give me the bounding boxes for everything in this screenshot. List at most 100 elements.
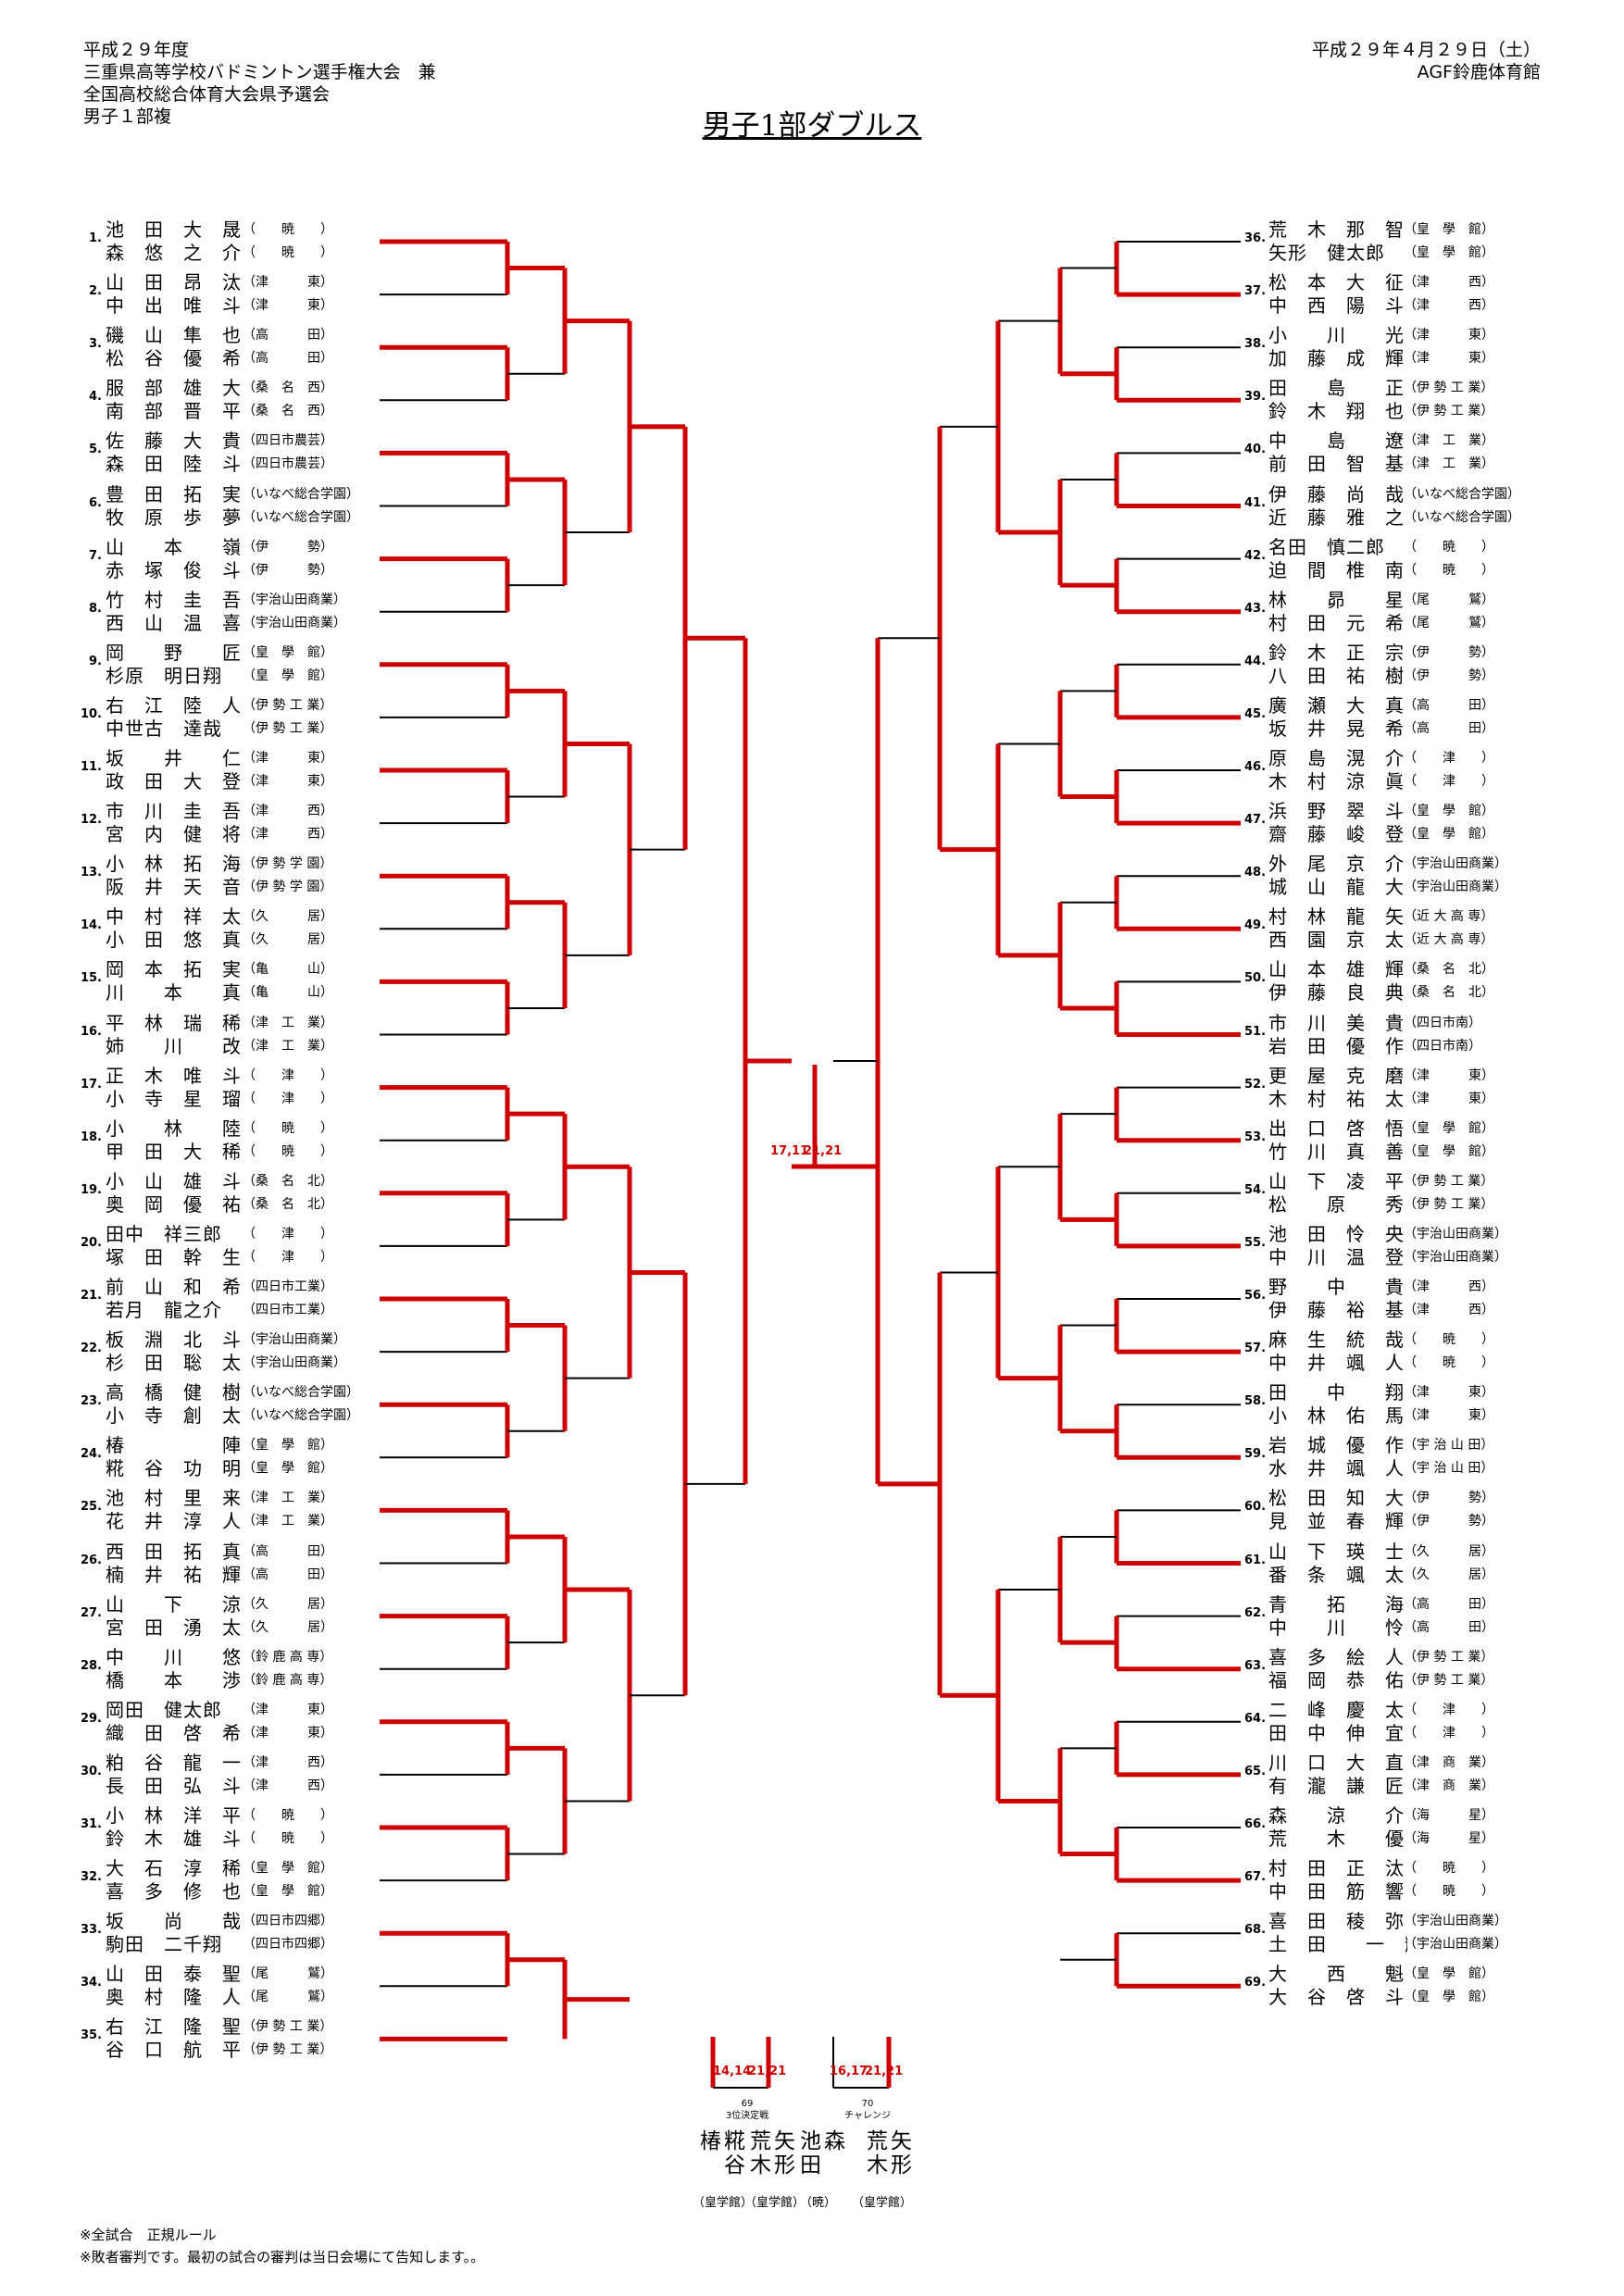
- note-line: ※全試合 正規ルール: [80, 2227, 217, 2243]
- player-name: 出 口 啓 悟: [1268, 1117, 1405, 1140]
- player-name: 宮 内 健 将: [106, 823, 242, 846]
- entry-row: 14.中 村 祥 太（久 居）小 田 悠 真（久 居）: [0, 905, 1624, 952]
- entry-row: 39.田 島 正（伊 勢 工 業）鈴 木 翔 也（伊 勢 工 業）: [0, 377, 1624, 423]
- entry-seed: 58.: [1244, 1394, 1267, 1409]
- player-name: 塚 田 幹 生: [106, 1245, 242, 1268]
- player-name: 佐 藤 大 貴: [106, 430, 242, 453]
- player-school: （ 暁 ）: [243, 1143, 333, 1159]
- player-name: 大 谷 啓 斗: [1268, 1986, 1405, 2009]
- player-name: 前 田 智 基: [1268, 453, 1405, 476]
- player-school: （いなべ総合学園）: [1404, 509, 1520, 525]
- entry-row: 2.山 田 昂 汰（津 東）中 出 唯 斗（津 東）: [0, 271, 1624, 318]
- player-name: 山 下 涼: [106, 1592, 242, 1616]
- entry-row: 22.板 淵 北 斗（宇治山田商業）杉 田 聡 太（宇治山田商業）: [0, 1329, 1624, 1375]
- player-name: 平 林 瑞 稀: [106, 1011, 242, 1034]
- entry-seed: 35.: [80, 2028, 102, 2043]
- player-name: 水 井 颯 人: [1268, 1457, 1405, 1480]
- entry-row: 7.山 本 嶺（伊 勢）赤 塚 俊 斗（伊 勢）: [0, 536, 1624, 582]
- player-school: （久 居）: [243, 932, 333, 948]
- player-school: （伊 勢）: [1404, 1514, 1494, 1529]
- player-name: 森 田 陸 斗: [106, 453, 242, 476]
- entry-seed: 14.: [80, 918, 102, 933]
- entry-row: 33.坂 尚 哉（四日市四郷）駒田 二千翔（四日市四郷）: [0, 1910, 1624, 1956]
- entry-row: 63.喜 多 絵 人（伊 勢 工 業）福 岡 恭 佑（伊 勢 工 業）: [0, 1646, 1624, 1692]
- player-school: （伊 勢）: [1404, 668, 1494, 683]
- entry-seed: 47.: [1244, 813, 1267, 828]
- player-school: （皇 學 館）: [1404, 1990, 1494, 2005]
- entry-seed: 30.: [80, 1764, 102, 1778]
- entry-seed: 69.: [1244, 1976, 1267, 1990]
- entry-row: 29.岡田 健太郎（津 東）織 田 啓 希（津 東）: [0, 1699, 1624, 1745]
- player-name: 川 口 大 直: [1268, 1751, 1405, 1774]
- player-name: 原 島 滉 介: [1268, 747, 1405, 769]
- player-name: 駒田 二千翔: [106, 1933, 222, 1956]
- player-school: （亀 山）: [243, 985, 333, 1001]
- notes: ※全試合 正規ルール ※敗者審判です。最初の試合の審判は当日会場にて告知します。…: [80, 2224, 484, 2268]
- entry-seed: 65.: [1244, 1764, 1267, 1778]
- entry-seed: 8.: [89, 601, 102, 616]
- header-line: 平成２９年度: [83, 40, 190, 60]
- player-name: 更 屋 克 磨: [1268, 1064, 1405, 1087]
- entry-seed: 18.: [80, 1129, 102, 1144]
- entry-row: 38.小 川 光（津 東）加 藤 成 輝（津 東）: [0, 324, 1624, 370]
- player-school: （ 暁 ）: [1404, 1355, 1494, 1371]
- player-school: （亀 山）: [243, 962, 333, 978]
- player-school: （ 暁 ）: [243, 222, 333, 237]
- player-name: 豊 田 拓 実: [106, 482, 242, 505]
- entry-seed: 32.: [80, 1870, 102, 1885]
- entry-seed: 5.: [89, 443, 102, 457]
- player-school: （いなべ総合学園）: [243, 486, 359, 502]
- player-name: 粕 谷 龍 一: [106, 1751, 242, 1774]
- player-name: 竹 村 圭 吾: [106, 588, 242, 611]
- player-school: （久 居）: [1404, 1566, 1494, 1582]
- player-school: （津 東）: [243, 774, 333, 789]
- entry-seed: 25.: [80, 1500, 102, 1515]
- player-school: （宇治山田商業）: [1404, 856, 1507, 872]
- player-name: 前 山 和 希: [106, 1276, 242, 1298]
- challenge-score-left: 16,17: [830, 2065, 868, 2078]
- player-name: 市 川 美 貴: [1268, 1011, 1405, 1034]
- player-school: （桑 名 西）: [243, 404, 333, 419]
- entry-row: 66.森 涼 介（海 星）荒 木 優（海 星）: [0, 1804, 1624, 1851]
- player-name: 岩 田 優 作: [1268, 1034, 1405, 1057]
- player-name: 奥 岡 優 祐: [106, 1192, 242, 1216]
- entry-row: 52.更 屋 克 磨（津 東）木 村 祐 太（津 東）: [0, 1065, 1624, 1111]
- final-score-right: 21,21: [804, 1144, 843, 1158]
- entry-row: 64.二 峰 慶 太（ 津 ）田 中 伸 宜（ 津 ）: [0, 1699, 1624, 1745]
- entry-seed: 29.: [80, 1711, 102, 1726]
- player-school: （ 暁 ）: [243, 1120, 333, 1136]
- player-name: 甲 田 大 稀: [106, 1140, 242, 1163]
- player-name: 中 川 温 登: [1268, 1245, 1405, 1268]
- player-school: （津 西）: [243, 827, 333, 842]
- entry-seed: 12.: [80, 813, 102, 828]
- player-school: （伊 勢 工 業）: [1404, 1173, 1494, 1189]
- player-name: 城 山 龍 大: [1268, 876, 1405, 899]
- player-school: （伊 勢）: [1404, 1491, 1494, 1506]
- player-school: （津 東）: [1404, 1067, 1494, 1083]
- challenge-label: チャレンジ: [844, 2111, 891, 2121]
- player-name: 小 寺 創 太: [106, 1404, 242, 1428]
- player-school: （皇 學 館）: [243, 1861, 333, 1877]
- final-score-left: 17,11: [770, 1144, 809, 1158]
- player-school: （四日市四郷）: [243, 1937, 333, 1953]
- player-school: （津 東）: [1404, 1091, 1494, 1106]
- player-name: 山 下 凌 平: [1268, 1169, 1405, 1192]
- player-school: （津 東）: [1404, 1385, 1494, 1401]
- player-school: （伊 勢 学 園）: [243, 880, 333, 895]
- entry-row: 12.市 川 圭 吾（津 西）宮 内 健 将（津 西）: [0, 800, 1624, 846]
- player-name: 杉 田 聡 太: [106, 1352, 242, 1375]
- player-name: 西 田 拓 真: [106, 1540, 242, 1563]
- player-name: 野 中 貴: [1268, 1276, 1405, 1298]
- entry-row: 31.小 林 洋 平（ 暁 ）鈴 木 雄 斗（ 暁 ）: [0, 1804, 1624, 1851]
- entry-row: 34.山 田 泰 聖（尾 鷲）奥 村 隆 人（尾 鷲）: [0, 1963, 1624, 2009]
- player-school: （宇治山田商業）: [243, 615, 346, 630]
- entry-row: 36.荒 木 那 智（皇 學 館）矢形 健太郎（皇 學 館）: [0, 218, 1624, 265]
- entry-row: 6.豊 田 拓 実（いなべ総合学園）牧 原 歩 夢（いなべ総合学園）: [0, 483, 1624, 530]
- entry-seed: 7.: [89, 548, 102, 563]
- entry-row: 59.岩 城 優 作（宇 治 山 田）水 井 颯 人（宇 治 山 田）: [0, 1434, 1624, 1480]
- player-name: 姉 川 改: [106, 1034, 242, 1057]
- note-line: ※敗者審判です。最初の試合の審判は当日会場にて告知します。。: [80, 2249, 485, 2265]
- player-name: 中 井 颯 人: [1268, 1352, 1405, 1375]
- player-school: （尾 鷲）: [1404, 592, 1494, 607]
